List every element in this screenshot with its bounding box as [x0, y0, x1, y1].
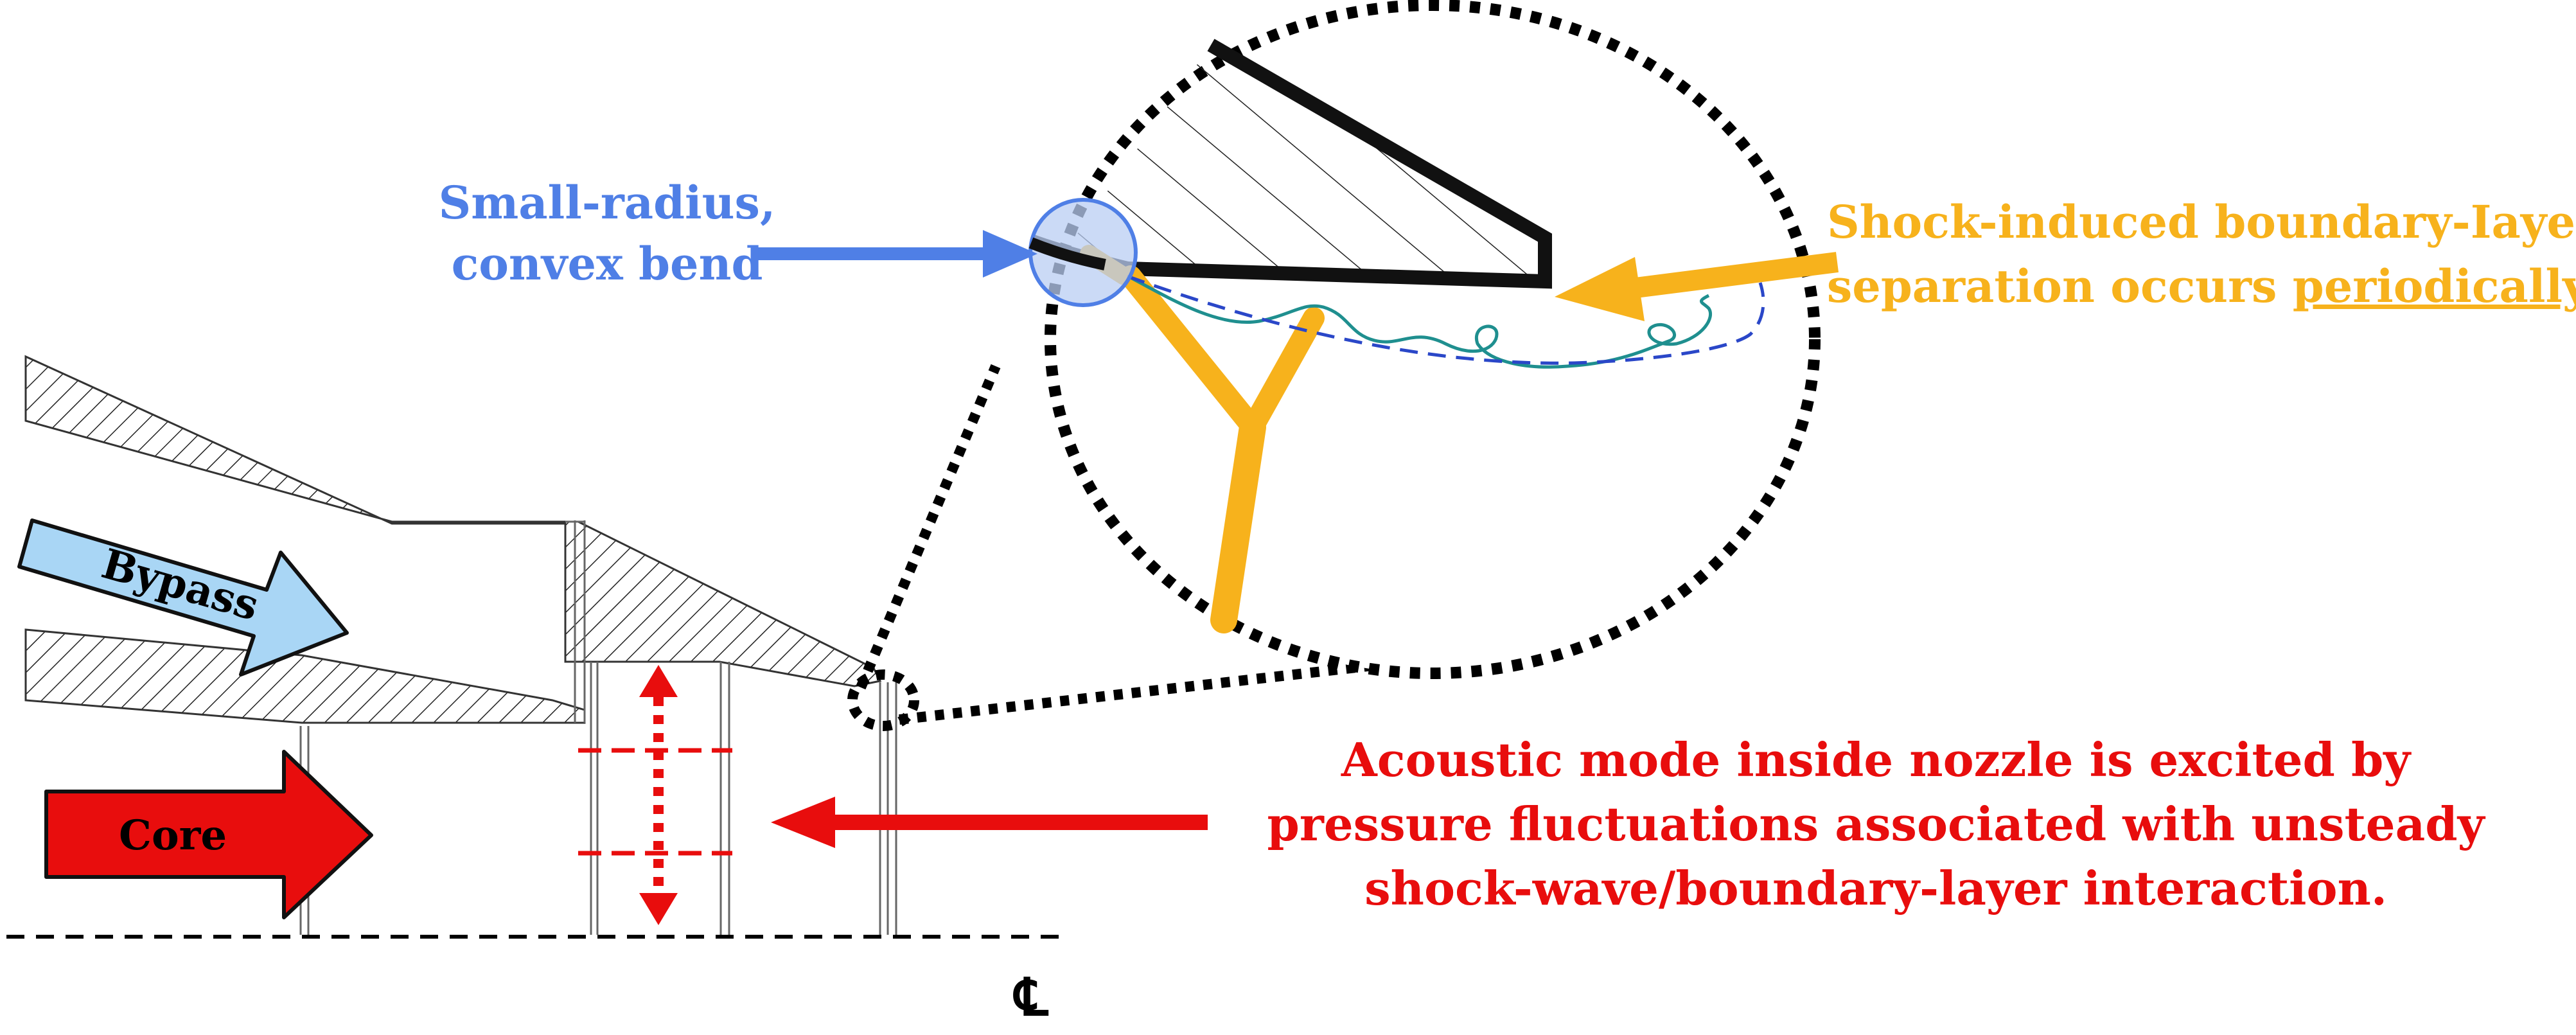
nozzle-outer-wall: [24, 355, 882, 687]
separation-boundary-line: [1127, 274, 1765, 365]
acoustic-mode-indicator: [578, 665, 732, 925]
bend-pointer-arrow: [755, 230, 1037, 278]
core-label: Core: [119, 811, 227, 860]
separation-label-pre: separation occurs: [1827, 260, 2293, 313]
magnifier-leaders: [847, 364, 1407, 731]
outer-wall-hatched: [24, 355, 882, 687]
acoustic-label-line1: Acoustic mode inside nozzle is excited b…: [1341, 732, 2412, 787]
separation-label-line2: separation occurs periodically.: [1827, 260, 2576, 313]
centerline-symbol: ℄: [1013, 967, 1049, 1027]
separation-pointer-arrow: [1555, 252, 1839, 321]
bend-label-line2: convex bend: [452, 237, 763, 290]
bypass-label: Bypass: [96, 540, 264, 630]
shear-layer-curve: [1129, 276, 1712, 369]
core-arrow: Core: [44, 750, 373, 919]
acoustic-pointer-arrow: [771, 797, 1208, 848]
separation-label-emphasis: periodically: [2293, 260, 2576, 313]
acoustic-label-line2: pressure fluctuations associated with un…: [1267, 797, 2486, 851]
magnified-view: [1028, 0, 1821, 679]
bend-label-line1: Small-radius,: [439, 176, 776, 229]
acoustic-label-line3: shock-wave/boundary-layer interaction.: [1364, 861, 2387, 916]
separation-label-line1: Shock-induced boundary-Iayer: [1827, 195, 2576, 249]
bend-label: Small-radius, convex bend: [439, 176, 776, 290]
acoustic-label: Acoustic mode inside nozzle is excited b…: [1267, 732, 2486, 916]
separation-label: Shock-induced boundary-Iayer separation …: [1827, 195, 2576, 313]
